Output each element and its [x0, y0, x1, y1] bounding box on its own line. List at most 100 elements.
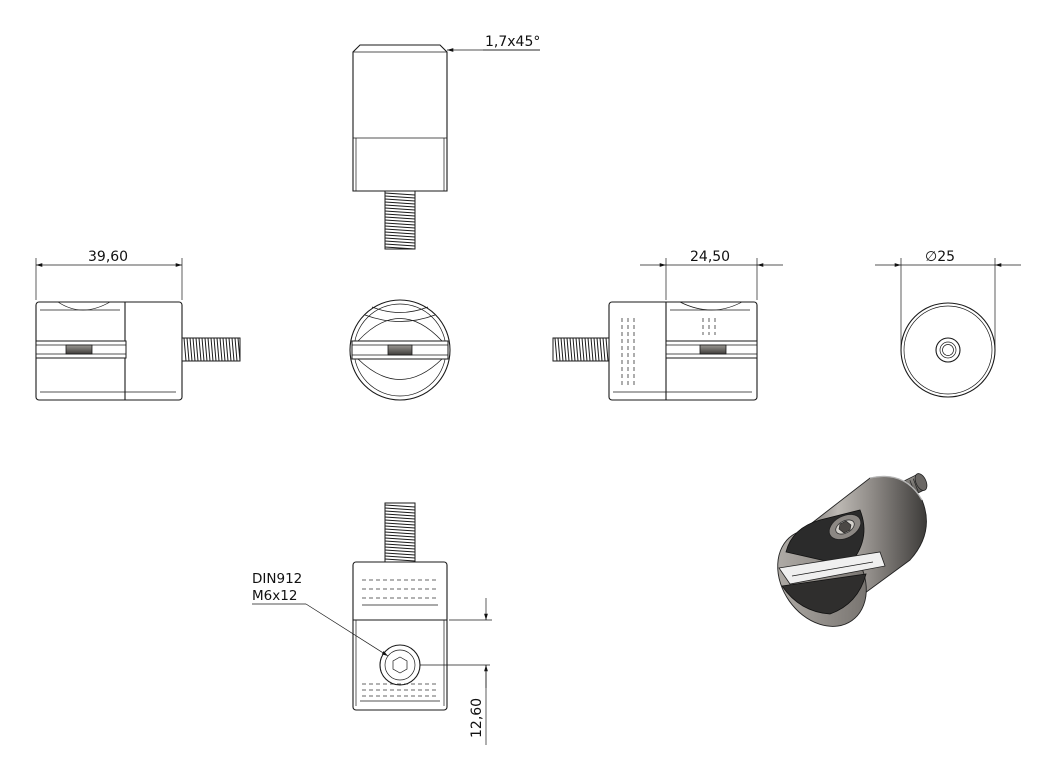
thread-line: [384, 546, 416, 550]
thread-line: [584, 337, 588, 362]
right-view-screw: [699, 344, 727, 355]
thread-line: [384, 504, 416, 508]
threaded-stud-left: [181, 337, 241, 362]
thread-line: [560, 337, 564, 362]
thread-line: [207, 337, 211, 362]
thread-line: [572, 337, 576, 362]
thread-line: [596, 337, 600, 362]
front-view: [349, 299, 451, 401]
thread-line: [384, 243, 416, 247]
iso-thread-line: [912, 478, 919, 492]
thread-line: [384, 552, 416, 556]
width-left-label: 39,60: [88, 249, 128, 265]
thread-line: [384, 531, 416, 535]
thread-line: [384, 513, 416, 517]
thread-line: [590, 337, 594, 362]
threaded-stud-top: [384, 190, 416, 250]
thread-line: [605, 337, 609, 362]
thread-line: [384, 507, 416, 511]
end-view-hole-inner: [939, 341, 957, 359]
thread-line: [384, 228, 416, 232]
diameter-label: ∅25: [925, 249, 955, 265]
socket-screw-head: [384, 649, 416, 681]
thread-line: [384, 204, 416, 208]
iso-hex-socket-icon: [838, 520, 852, 534]
thread-line: [384, 555, 416, 559]
thread-line: [384, 528, 416, 532]
callout-size: M6x12: [252, 588, 297, 604]
thread-line: [566, 337, 570, 362]
iso-gasket-bottom: [781, 573, 867, 615]
left-view-screw: [65, 344, 93, 355]
screw-callout: DIN912 M6x12: [252, 571, 389, 657]
thread-line: [237, 337, 241, 362]
thread-line: [384, 192, 416, 196]
thread-line: [384, 225, 416, 229]
thread-line: [384, 549, 416, 553]
thread-line: [384, 543, 416, 547]
end-view-circle: [900, 302, 996, 398]
thread-line: [557, 337, 561, 362]
thread-line: [384, 534, 416, 538]
thread-line: [384, 222, 416, 226]
chamfer-label: 1,7x45°: [485, 34, 540, 50]
thread-line: [384, 198, 416, 202]
thread-line: [599, 337, 603, 362]
thread-line: [384, 240, 416, 244]
thread-line: [225, 337, 229, 362]
thread-line: [384, 219, 416, 223]
thread-line: [384, 510, 416, 514]
iso-slot: [778, 551, 886, 585]
isometric-render: [777, 473, 928, 627]
thread-line: [219, 337, 223, 362]
end-view-hole-outer: [935, 337, 961, 363]
top-view: [352, 44, 448, 250]
thread-line: [384, 210, 416, 214]
hex-socket-icon: [392, 656, 408, 674]
thread-line: [384, 540, 416, 544]
bottom-view-body: [352, 561, 448, 711]
thread-line: [384, 558, 416, 562]
thread-line: [189, 337, 193, 362]
right-side-view: [552, 301, 758, 401]
end-view: [900, 302, 996, 398]
thread-line: [384, 216, 416, 220]
thread-line: [228, 337, 232, 362]
thread-line: [384, 237, 416, 241]
thread-line: [587, 337, 591, 362]
bottom-view: [352, 502, 490, 711]
thread-line: [192, 337, 196, 362]
width-dimension-left: 39,60: [35, 249, 183, 300]
height-dimension: 12,60: [449, 598, 492, 745]
width-dimension-right: 24,50: [640, 249, 783, 300]
thread-line: [384, 213, 416, 217]
callout-standard: DIN912: [252, 571, 302, 587]
top-view-body: [352, 44, 448, 192]
left-side-view: [35, 301, 241, 401]
width-right-label: 24,50: [690, 249, 730, 265]
chamfer-dimension: 1,7x45°: [447, 34, 540, 52]
thread-line: [575, 337, 579, 362]
thread-line: [563, 337, 567, 362]
thread-line: [222, 337, 226, 362]
thread-line: [384, 519, 416, 523]
thread-line: [384, 201, 416, 205]
threaded-stud-right: [552, 337, 610, 362]
thread-line: [384, 516, 416, 520]
front-view-upper-arc: [357, 318, 443, 342]
thread-line: [602, 337, 606, 362]
front-view-screw: [387, 344, 413, 356]
thread-line: [198, 337, 202, 362]
threaded-stud-bottom: [384, 502, 416, 563]
thread-line: [593, 337, 597, 362]
thread-line: [569, 337, 573, 362]
thread-line: [204, 337, 208, 362]
thread-line: [183, 337, 187, 362]
thread-line: [234, 337, 238, 362]
thread-line: [231, 337, 235, 362]
thread-line: [384, 231, 416, 235]
thread-line: [384, 525, 416, 529]
thread-line: [384, 537, 416, 541]
thread-line: [384, 195, 416, 199]
